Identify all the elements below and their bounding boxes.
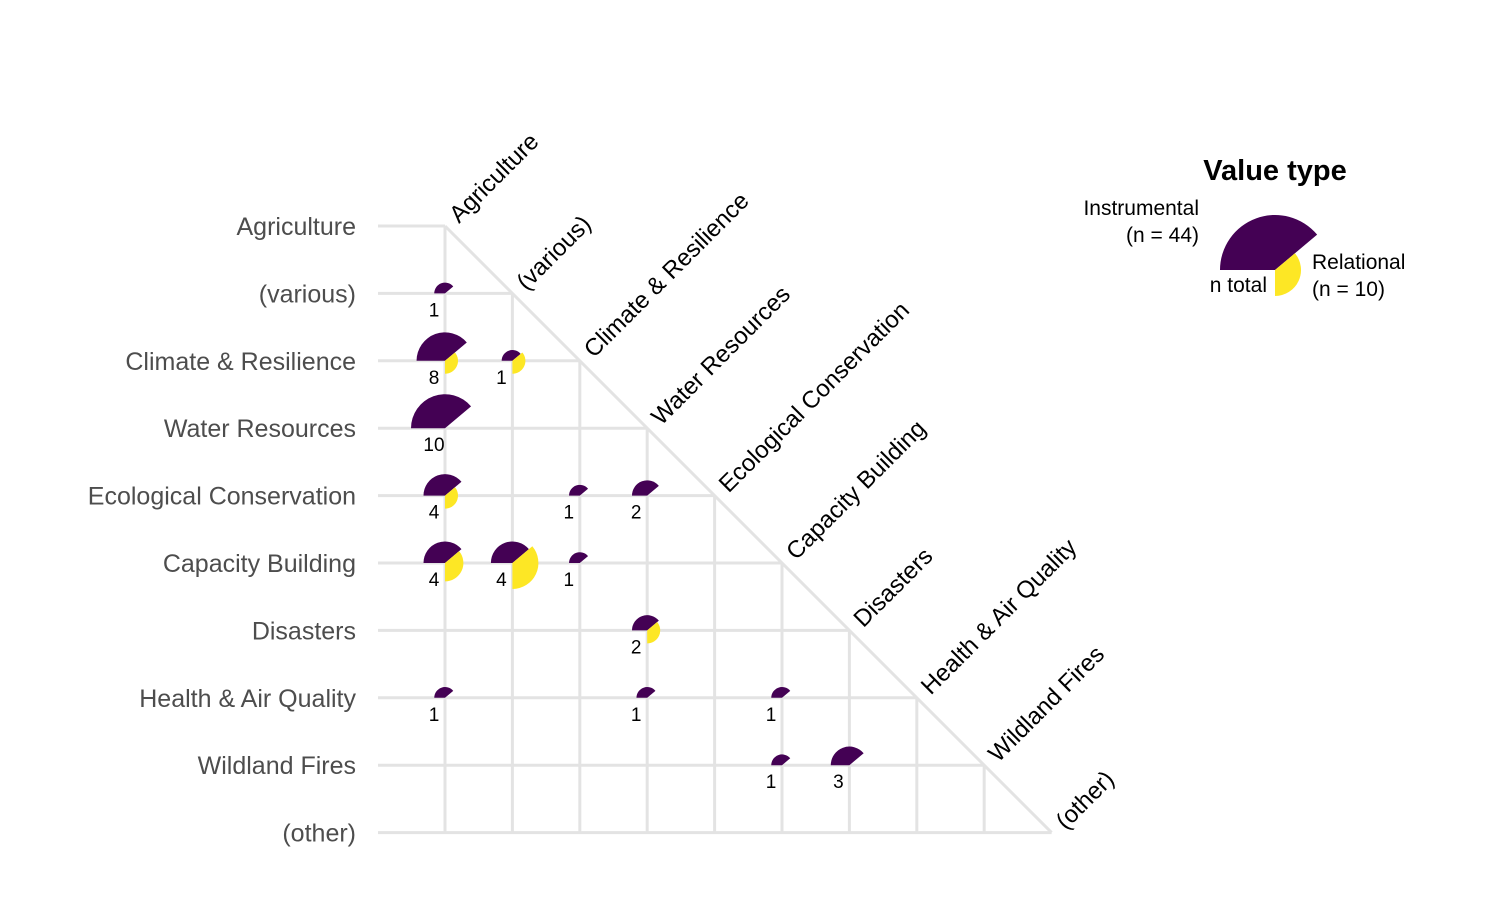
legend-relational-label: Relational — [1312, 251, 1405, 274]
glyph-ecological-conservation-x-climate-resilience: 1 — [564, 484, 589, 524]
glyph-ecological-conservation-x-water-resources: 2 — [631, 480, 659, 524]
count-label: 1 — [429, 705, 440, 726]
count-label: 1 — [564, 503, 575, 524]
instrumental-wedge — [636, 687, 656, 698]
count-label: 4 — [429, 503, 440, 524]
count-label: 1 — [766, 705, 777, 726]
glyph-climate-resilience-x-various: 1 — [496, 350, 526, 389]
glyph-health-air-quality-x-capacity-building: 1 — [766, 687, 791, 726]
row-label-agriculture: Agriculture — [237, 213, 357, 241]
relational-wedge — [512, 546, 539, 589]
legend: Value type Instrumental (n = 44) Relatio… — [1083, 155, 1405, 301]
glyph-capacity-building-x-climate-resilience: 1 — [564, 552, 589, 591]
row-label-climate-resilience: Climate & Resilience — [125, 348, 356, 376]
glyph-wildland-fires-x-capacity-building: 1 — [766, 754, 791, 793]
instrumental-wedge — [501, 350, 521, 361]
instrumental-wedge — [416, 332, 467, 361]
instrumental-wedge — [423, 474, 462, 496]
column-label-water-resources: Water Resources — [646, 281, 796, 431]
count-label: 1 — [429, 300, 440, 321]
column-label-disasters: Disasters — [849, 543, 939, 633]
instrumental-wedge — [423, 541, 462, 563]
glyph-climate-resilience-x-agriculture: 8 — [416, 332, 467, 389]
row-label-health-air-quality: Health & Air Quality — [139, 685, 356, 713]
row-label-disasters: Disasters — [252, 617, 356, 645]
instrumental-wedge — [434, 687, 454, 698]
glyph-disasters-x-water-resources: 2 — [631, 615, 661, 658]
pie-glyphs: 1 8 1 10 4 1 2 4 4 1 2 1 1 1 1 3 — [411, 282, 864, 793]
glyph-water-resources-x-agriculture: 10 — [411, 394, 472, 456]
instrumental-wedge — [569, 552, 589, 563]
row-label-ecological-conservation: Ecological Conservation — [88, 483, 356, 511]
row-label-various: (various) — [259, 280, 356, 308]
column-label-various: (various) — [512, 211, 597, 296]
instrumental-wedge — [631, 480, 659, 496]
legend-relational-swatch — [1275, 253, 1302, 296]
legend-total-label: n total — [1210, 274, 1267, 297]
count-label: 1 — [564, 570, 575, 591]
diagonal-gridline — [443, 224, 1053, 834]
glyph-wildland-fires-x-disasters: 3 — [830, 746, 864, 793]
row-label-water-resources: Water Resources — [164, 415, 356, 443]
legend-title: Value type — [1203, 155, 1346, 187]
legend-instrumental-label: Instrumental — [1083, 197, 1199, 220]
glyph-ecological-conservation-x-agriculture: 4 — [423, 474, 462, 524]
grid-lines — [378, 224, 1053, 835]
legend-relational-count: (n = 10) — [1312, 278, 1385, 301]
relational-wedge — [512, 352, 526, 374]
row-label-wildland-fires: Wildland Fires — [198, 752, 356, 780]
glyph-capacity-building-x-various: 4 — [490, 541, 539, 591]
legend-instrumental-count: (n = 44) — [1126, 224, 1199, 247]
glyph-various-x-agriculture: 1 — [429, 282, 454, 321]
instrumental-wedge — [569, 484, 589, 496]
count-label: 3 — [833, 772, 844, 793]
legend-glyph — [1220, 215, 1318, 296]
row-labels: Agriculture (various) Climate & Resilience… — [88, 213, 357, 848]
count-label: 1 — [496, 368, 507, 389]
instrumental-wedge — [411, 394, 472, 429]
column-label-capacity-building: Capacity Building — [781, 415, 931, 565]
glyph-capacity-building-x-agriculture: 4 — [423, 541, 464, 591]
count-label: 1 — [766, 772, 777, 793]
count-label: 10 — [423, 435, 444, 456]
relational-wedge — [445, 352, 459, 374]
count-label: 1 — [631, 705, 642, 726]
relational-wedge — [445, 551, 464, 582]
relational-wedge — [647, 622, 661, 644]
glyph-health-air-quality-x-agriculture: 1 — [429, 687, 454, 726]
instrumental-wedge — [830, 746, 864, 766]
row-label-other: (other) — [282, 820, 356, 848]
instrumental-wedge — [631, 615, 659, 631]
column-label-wildland-fires: Wildland Fires — [983, 641, 1110, 768]
instrumental-wedge — [434, 282, 454, 294]
instrumental-wedge — [771, 754, 791, 766]
count-label: 2 — [631, 503, 642, 524]
glyph-health-air-quality-x-water-resources: 1 — [631, 687, 656, 726]
legend-instrumental-swatch — [1220, 215, 1318, 270]
count-label: 4 — [496, 570, 507, 591]
count-label: 8 — [429, 368, 440, 389]
column-label-agriculture: Agriculture — [444, 128, 544, 228]
column-label-other: (other) — [1051, 766, 1120, 835]
relational-wedge — [445, 487, 459, 509]
count-label: 2 — [631, 637, 642, 658]
count-label: 4 — [429, 570, 440, 591]
instrumental-wedge — [490, 541, 529, 563]
row-label-capacity-building: Capacity Building — [163, 550, 356, 578]
instrumental-wedge — [771, 687, 791, 698]
